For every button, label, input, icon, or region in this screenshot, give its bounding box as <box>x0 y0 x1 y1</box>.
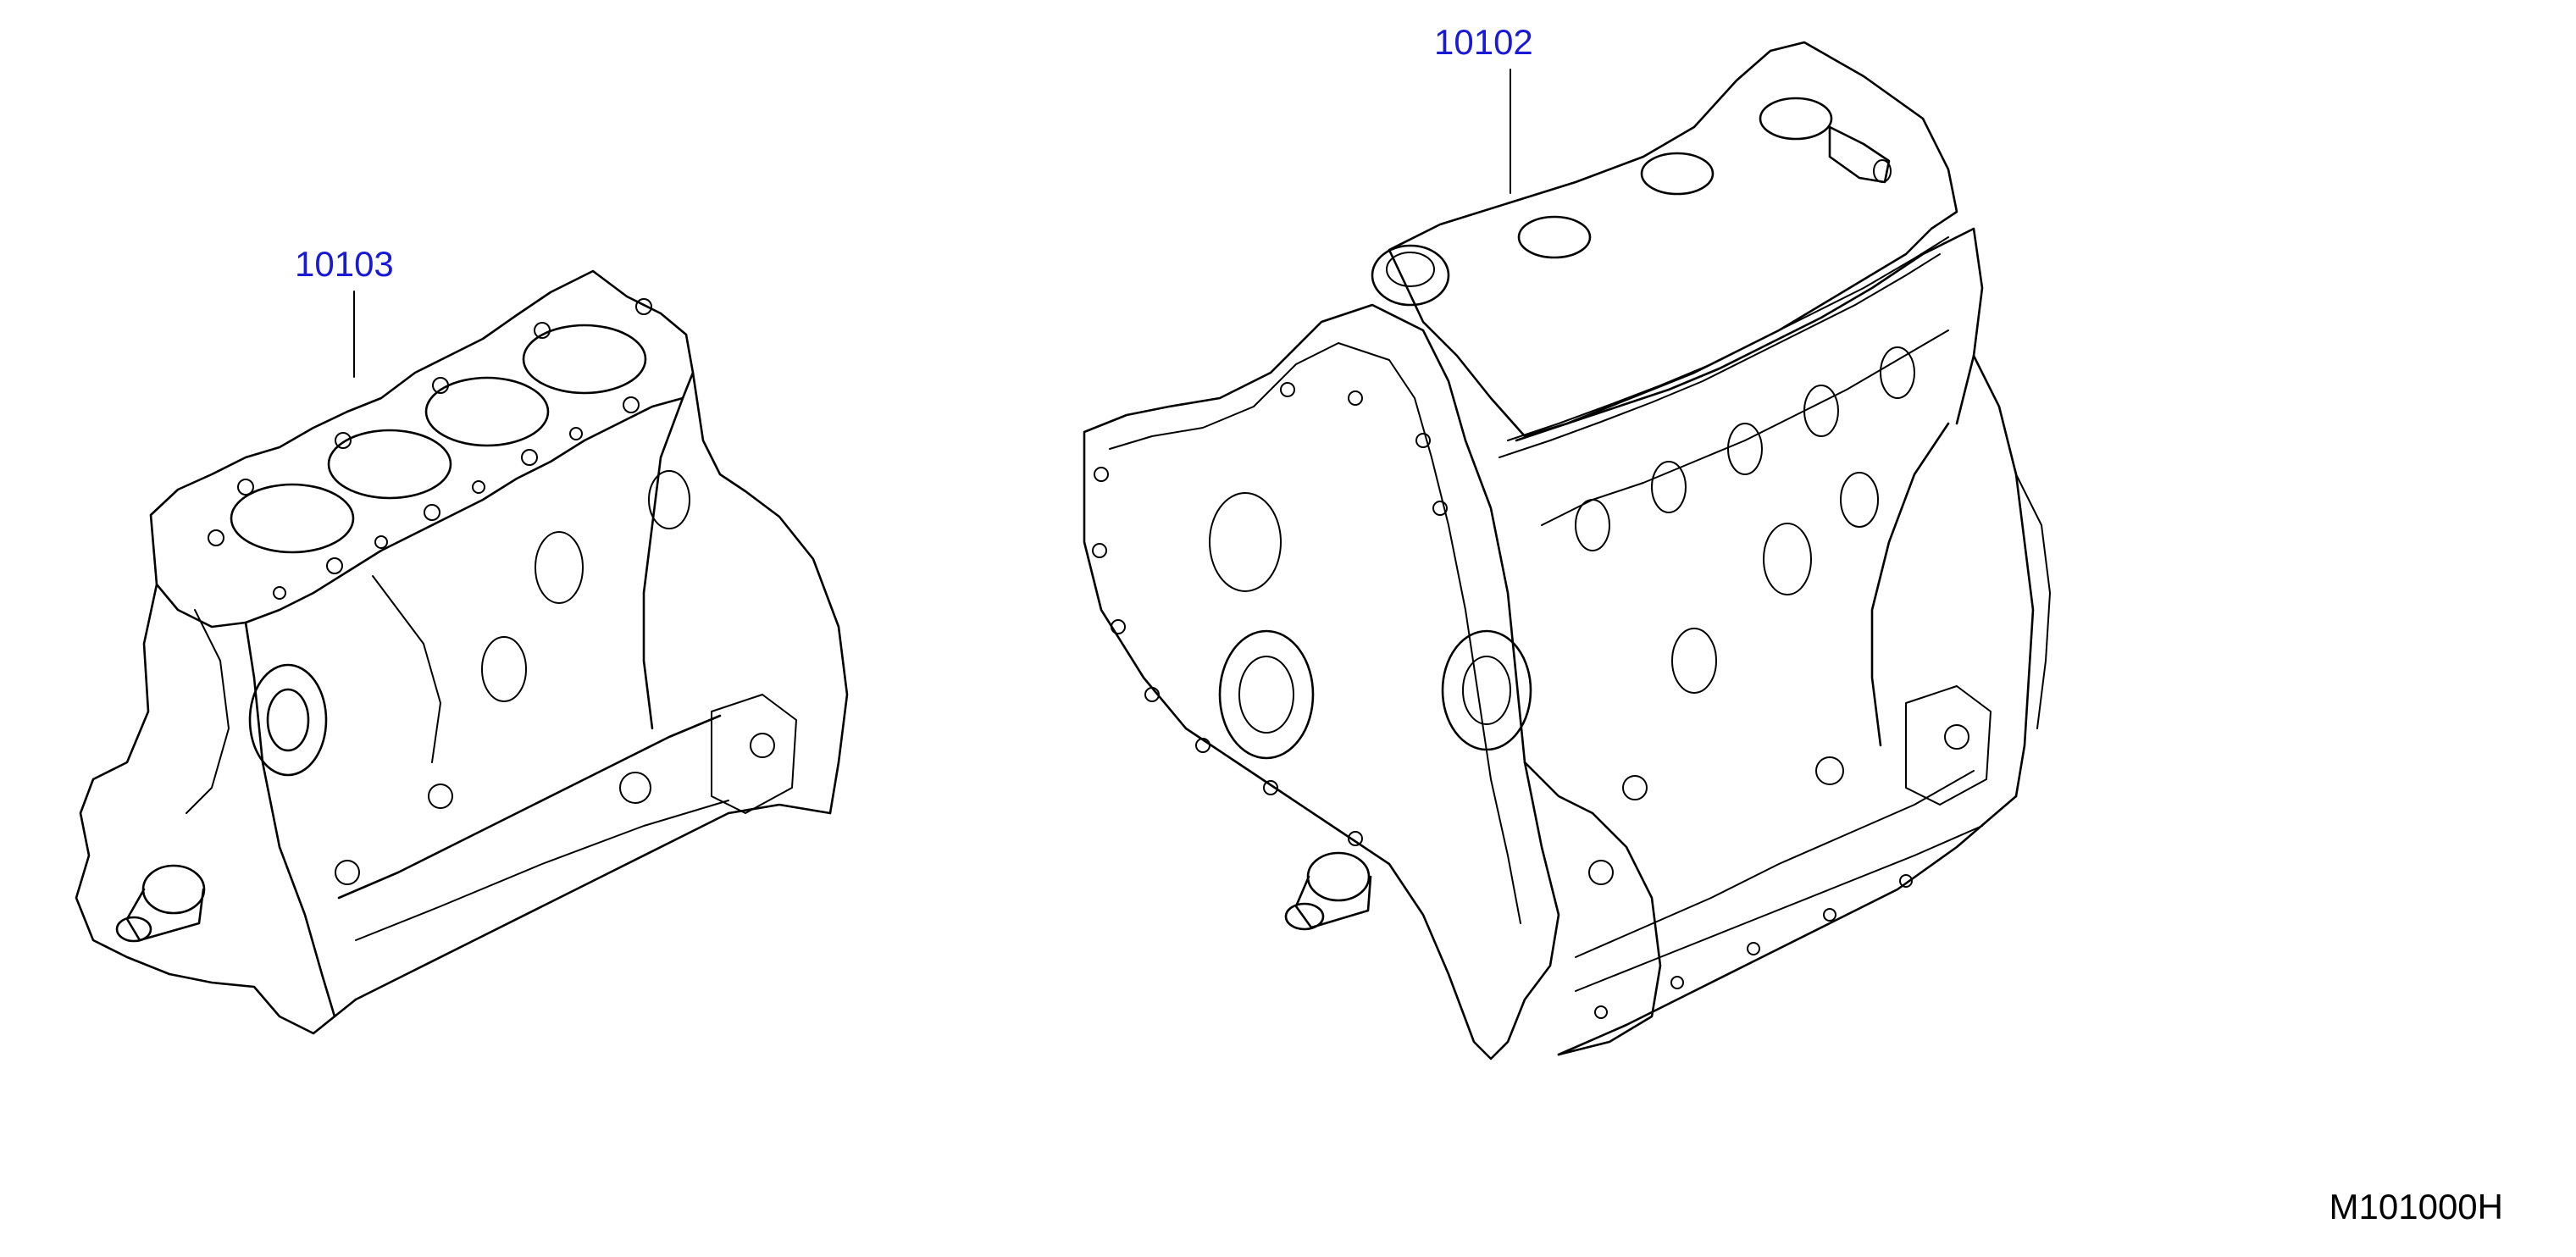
figure-id-label: M101000H <box>2329 1187 2503 1227</box>
callout-part-number-10102[interactable]: 10102 <box>1434 22 1533 62</box>
long-block-engine-drawing <box>1083 41 2051 1060</box>
short-block-engine-drawing <box>75 269 849 1035</box>
callout-part-number-10103[interactable]: 10103 <box>295 244 394 284</box>
